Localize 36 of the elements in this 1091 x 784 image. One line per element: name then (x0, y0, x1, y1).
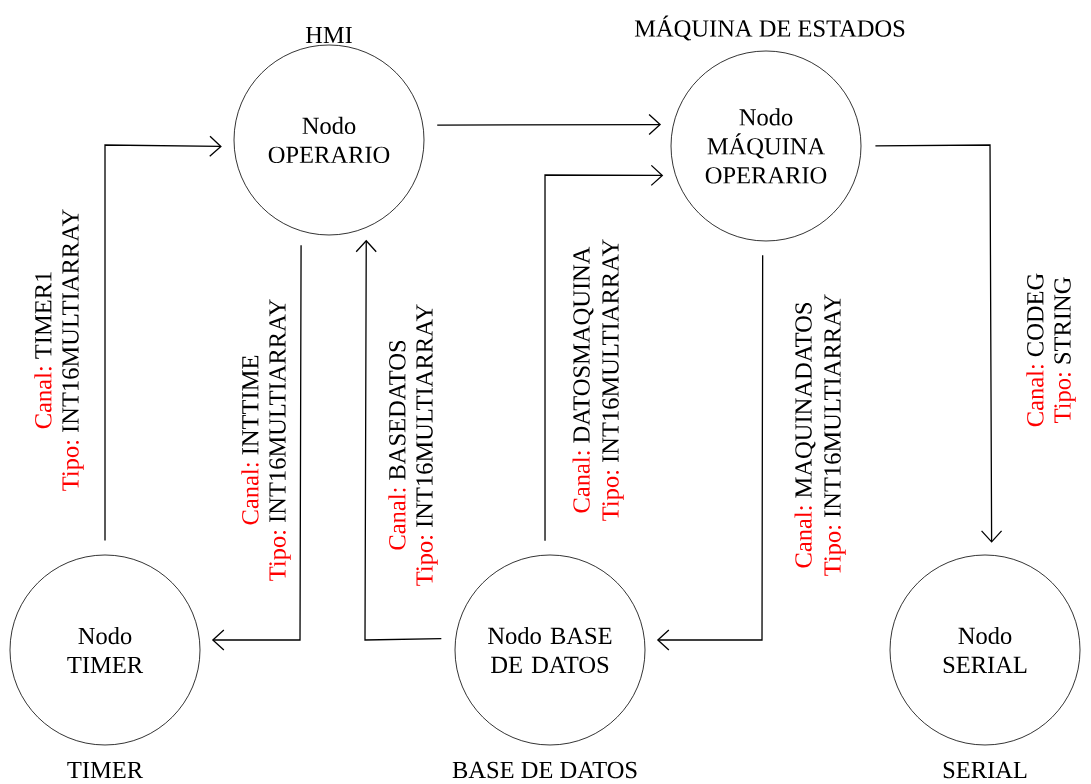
type-tag: Tipo: (269, 531, 291, 581)
type-label: INT16MULTIARRAY (416, 304, 433, 527)
type-label: INT16MULTIARRAY (824, 294, 841, 517)
node-caption: MÁQUINA DE ESTADOS (634, 15, 905, 41)
type-tag: Tipo: (416, 536, 438, 586)
type-tag: Tipo: (602, 471, 624, 521)
type-tag: Tipo: (62, 441, 84, 491)
edge-label: BASEDATOS (389, 340, 406, 480)
node-caption: BASE DE DATOS (452, 761, 637, 779)
type-label: INT16MULTIARRAY (62, 209, 79, 432)
arrow (355, 239, 442, 641)
channel-tag: Canal: (34, 367, 52, 429)
node-caption: TIMER (67, 762, 144, 778)
type-label: INT16MULTIARRAY (269, 299, 286, 522)
edge-label: MAQUINADATOS (795, 303, 816, 498)
node-caption: SERIAL (943, 761, 1027, 779)
node-caption: HMI (305, 26, 352, 43)
arrow (544, 164, 664, 542)
type-label: INT16MULTIARRAY (602, 239, 619, 462)
channel-tag: Canal: (572, 451, 590, 513)
channel-tag: Canal: (1026, 365, 1044, 427)
edge-label: CODEG (1027, 273, 1044, 357)
arrow (211, 244, 302, 651)
type-tag: Tipo: (1054, 373, 1076, 423)
channel-tag: Canal: (241, 463, 259, 525)
arrow (874, 144, 1003, 543)
channel-tag: Canal: (388, 488, 406, 550)
edge-label: DATOSMAQUINA (573, 246, 594, 443)
type-tag: Tipo: (824, 526, 846, 576)
edge-label: INTTIME (242, 355, 259, 455)
channel-tag: Canal: (794, 506, 812, 568)
arrow (104, 135, 222, 542)
type-label: STRING (1054, 277, 1071, 364)
arrow (656, 254, 764, 651)
edge-label: TIMER1 (35, 272, 52, 359)
arrow (436, 113, 662, 136)
